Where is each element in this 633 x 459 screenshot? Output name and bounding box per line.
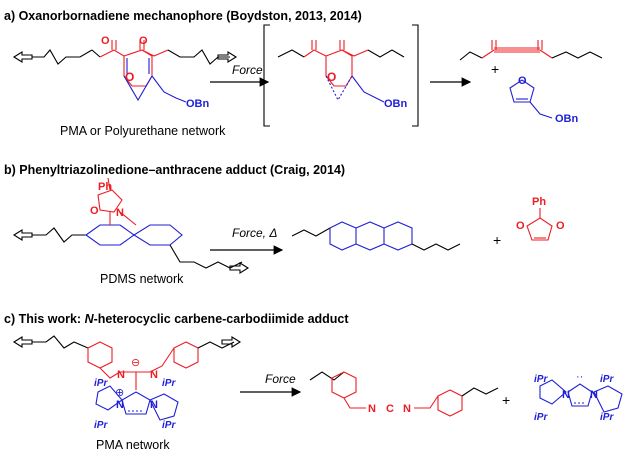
section-c-carbene-dots: ·· <box>576 371 583 383</box>
section-b-anthracene-product <box>291 221 461 251</box>
section-b-title: b) Phenyltriazolinedione–anthracene addu… <box>4 163 346 177</box>
section-b-reactant <box>12 177 250 274</box>
section-c-nhc-ipr-2: iPr <box>534 412 548 423</box>
section-c-product-n2: N <box>403 403 411 415</box>
section-b-ptad-ph: Ph <box>532 196 546 208</box>
section-b-ptad-product <box>526 208 553 241</box>
section-c-reactant <box>12 335 242 421</box>
section-c-nhc-n1: N <box>562 389 570 401</box>
section-c-nhc-ipr-1: iPr <box>534 374 548 385</box>
section-c-nhc-ipr-4: iPr <box>600 412 614 423</box>
section-c-ipr-1: iPr <box>94 378 108 389</box>
section-c-product-n1: N <box>368 403 376 415</box>
section-c-plus: + <box>502 392 511 408</box>
section-a-intermediate-o: O <box>327 70 336 84</box>
section-a-reactant <box>12 40 238 103</box>
section-c-plus-charge: ⊕ <box>115 387 124 399</box>
section-b-ptad-o1: O <box>516 220 525 232</box>
section-c-nhc-product <box>539 379 623 413</box>
section-a-title: a) Oxanorbornadiene mechanophore (Boydst… <box>4 9 362 23</box>
section-a-network-label: PMA or Polyurethane network <box>60 124 226 138</box>
section-b-o-label: O <box>90 205 99 217</box>
section-c-network-label: PMA network <box>96 438 170 452</box>
section-b-arrow-label: Force, Δ <box>232 226 278 240</box>
section-b-ph-label: Ph <box>98 181 112 193</box>
section-c-n-left: N <box>117 369 125 381</box>
section-c-ipr-2: iPr <box>94 420 108 431</box>
section-a-plus: + <box>491 61 500 77</box>
section-a-arrow-label: Force <box>232 63 263 77</box>
section-a-alkyne-product <box>459 40 603 61</box>
section-a-intermediate-obn: OBn <box>384 98 408 110</box>
section-a-ester-o-1: O <box>101 35 110 47</box>
section-c-arrow-label: Force <box>265 372 296 386</box>
section-a-ester-o-2: O <box>139 35 148 47</box>
section-c-ipr-4: iPr <box>162 420 176 431</box>
section-a-obn-label: OBn <box>186 98 210 110</box>
section-a-furan-o: O <box>518 75 527 87</box>
section-b-plus: + <box>493 232 502 248</box>
section-a-intermediate <box>263 24 419 127</box>
section-c-ipr-3: iPr <box>162 378 176 389</box>
section-b-network-label: PDMS network <box>100 272 184 286</box>
section-c-carbodiimide-product <box>309 371 499 417</box>
section-c-nhc-n2: N <box>590 389 598 401</box>
section-c-imid-n1: N <box>116 399 124 411</box>
section-c-product-c: C <box>386 403 394 415</box>
section-b-n-label: N <box>116 207 124 219</box>
section-c-title: c) This work: N-heterocyclic carbene-car… <box>4 312 349 326</box>
section-a-furan-product <box>509 79 553 119</box>
section-a-furan-obn: OBn <box>555 113 579 125</box>
section-c-minus-charge: ⊖ <box>131 357 140 369</box>
section-c-n-right: N <box>150 369 158 381</box>
section-a-oxa-bridge-o: O <box>125 70 134 84</box>
section-b-ptad-o2: O <box>556 220 565 232</box>
section-c-nhc-ipr-3: iPr <box>600 374 614 385</box>
section-c-imid-n2: N <box>150 399 158 411</box>
